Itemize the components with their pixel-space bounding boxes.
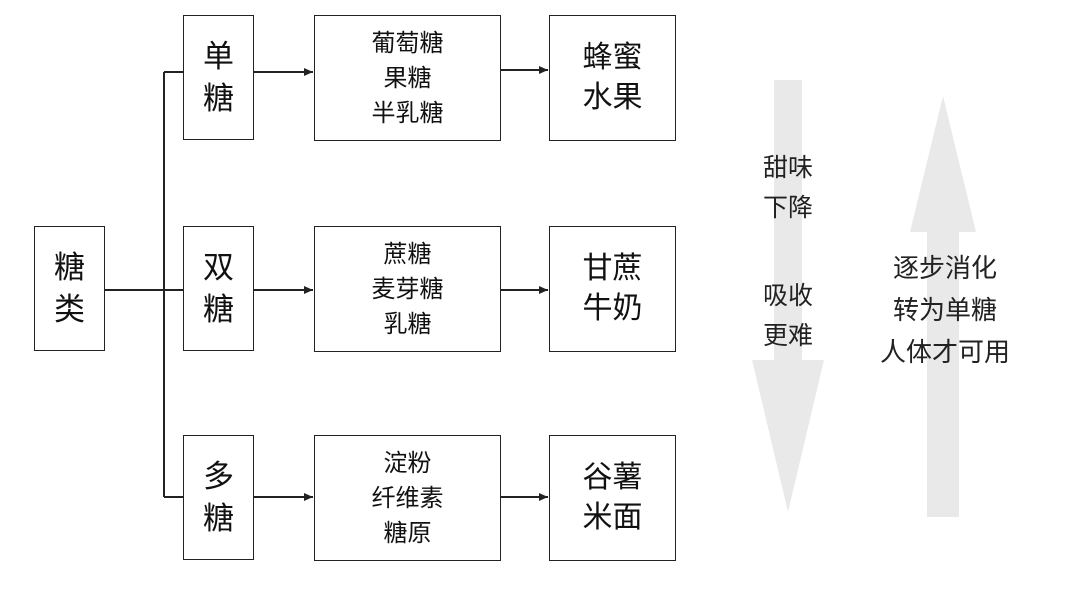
food-box-polysaccharide: 谷薯 米面 xyxy=(549,435,676,561)
examples-box-polysaccharide: 淀粉 纤维素 糖原 xyxy=(314,435,501,561)
examples-box-disaccharide: 蔗糖 麦芽糖 乳糖 xyxy=(314,226,501,352)
example-item: 半乳糖 xyxy=(371,98,444,127)
root-label-line1: 糖 xyxy=(54,249,85,286)
root-box-sugars: 糖 类 xyxy=(34,226,105,351)
down-arrow-label-top: 甜味 下降 xyxy=(748,148,828,228)
category-label: 双 xyxy=(203,249,234,286)
annotation-line: 吸收 xyxy=(762,281,813,310)
category-label: 单 xyxy=(203,38,234,75)
category-label: 多 xyxy=(203,458,234,495)
annotation-line: 转为单糖 xyxy=(892,296,997,326)
examples-box-monosaccharide: 葡萄糖 果糖 半乳糖 xyxy=(314,15,501,141)
root-label-line2: 类 xyxy=(54,291,85,328)
annotation-line: 下降 xyxy=(762,193,813,222)
category-box-disaccharide: 双 糖 xyxy=(183,226,254,351)
annotation-line: 人体才可用 xyxy=(879,338,1010,368)
annotation-line: 甜味 xyxy=(762,153,813,182)
example-item: 糖原 xyxy=(383,518,432,547)
example-item: 淀粉 xyxy=(383,448,432,477)
example-item: 纤维素 xyxy=(371,483,444,512)
food-item: 牛奶 xyxy=(582,291,643,326)
annotation-line: 逐步消化 xyxy=(892,254,997,284)
food-item: 米面 xyxy=(582,500,643,535)
example-item: 蔗糖 xyxy=(383,239,432,268)
down-arrow-shape xyxy=(752,80,824,512)
down-arrow-label-bottom: 吸收 更难 xyxy=(748,276,828,356)
food-item: 甘蔗 xyxy=(582,251,643,286)
category-box-monosaccharide: 单 糖 xyxy=(183,15,254,140)
category-label: 糖 xyxy=(203,500,234,537)
food-item: 谷薯 xyxy=(582,460,643,495)
food-item: 蜂蜜 xyxy=(582,40,643,75)
example-item: 麦芽糖 xyxy=(371,274,444,303)
annotation-line: 更难 xyxy=(762,321,813,350)
category-label: 糖 xyxy=(203,80,234,117)
up-arrow-label: 逐步消化 转为单糖 人体才可用 xyxy=(860,248,1030,374)
food-item: 水果 xyxy=(582,80,643,115)
food-box-monosaccharide: 蜂蜜 水果 xyxy=(549,15,676,141)
category-label: 糖 xyxy=(203,291,234,328)
example-item: 葡萄糖 xyxy=(371,28,444,57)
food-box-disaccharide: 甘蔗 牛奶 xyxy=(549,226,676,352)
example-item: 果糖 xyxy=(383,63,432,92)
example-item: 乳糖 xyxy=(383,309,432,338)
up-arrow-shape xyxy=(910,96,976,517)
category-box-polysaccharide: 多 糖 xyxy=(183,435,254,560)
